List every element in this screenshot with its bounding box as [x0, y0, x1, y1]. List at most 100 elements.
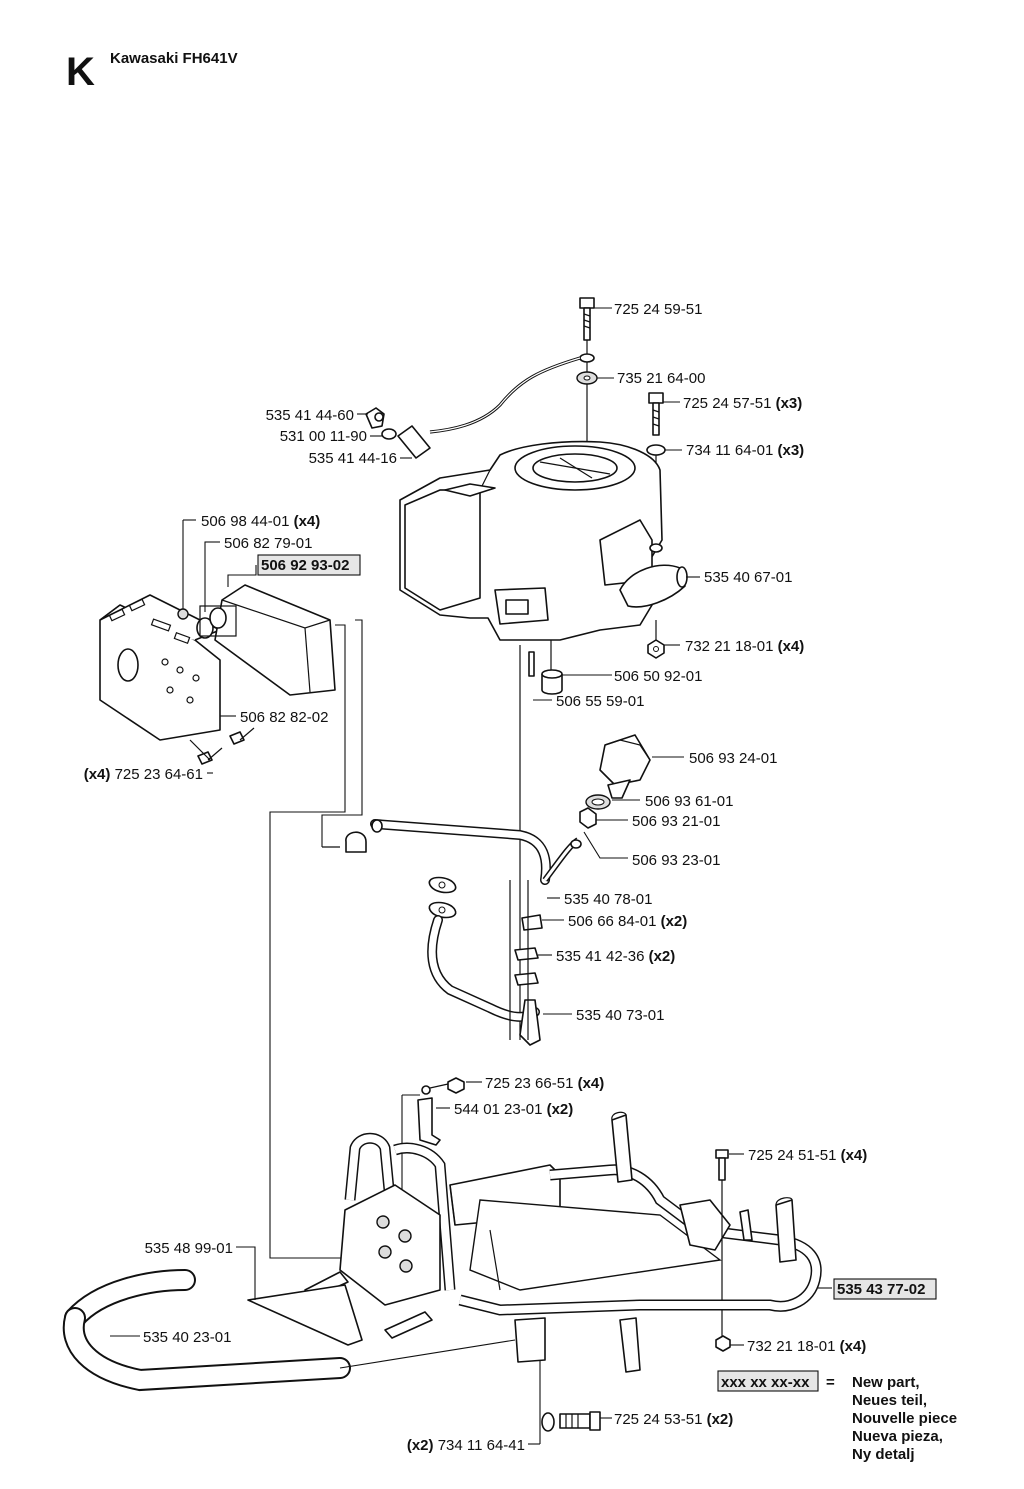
part-number: 735 21 64-00 [617, 370, 705, 387]
part-number: 506 98 44-01 [201, 513, 289, 530]
part-number: 544 01 23-01 [454, 1101, 542, 1118]
part-number: 506 55 59-01 [556, 693, 644, 710]
part-number: 506 82 82-02 [240, 709, 328, 726]
part-number: 506 82 79-01 [224, 535, 312, 552]
part-label-p15: 506 82 82-02 [240, 709, 328, 726]
part-quantity: (x4) [84, 766, 111, 783]
part-quantity: (x4) [841, 1147, 868, 1164]
part-label-p02: 735 21 64-00 [617, 370, 705, 387]
part-number: 506 93 24-01 [689, 750, 777, 767]
part-label-p24: 535 40 73-01 [576, 1007, 664, 1024]
part-quantity: (x2) [707, 1411, 734, 1428]
part-number: 506 93 61-01 [645, 793, 733, 810]
part-quantity: (x4) [294, 513, 321, 530]
legend-line-3: Nouvelle piece [852, 1410, 957, 1427]
part-number: 725 24 57-51 [683, 395, 771, 412]
part-number: 506 92 93-02 [261, 557, 349, 574]
part-quantity: (x2) [661, 913, 688, 930]
part-number: 506 66 84-01 [568, 913, 656, 930]
part-label-p16: (x4) 725 23 64-61 [84, 766, 203, 783]
part-number: 535 48 99-01 [145, 1240, 233, 1257]
part-number: 725 23 64-61 [115, 766, 203, 783]
part-number: 725 24 53-51 [614, 1411, 702, 1428]
new-part-legend: xxx xx xx-xx = New part, Neues teil, Nou… [717, 1370, 957, 1463]
part-label-p12: 732 21 18-01 (x4) [685, 638, 804, 655]
part-number: 725 23 66-51 [485, 1075, 573, 1092]
muffler-illustration [99, 520, 336, 765]
part-label-p20: 506 93 23-01 [632, 852, 720, 869]
part-label-p27: 725 24 51-51 (x4) [748, 1147, 867, 1164]
new-part-box [833, 1278, 937, 1300]
part-number: 725 24 51-51 [748, 1147, 836, 1164]
engine-illustration [365, 297, 688, 1040]
legend-sample-box [717, 1370, 819, 1392]
part-label-p08: 506 98 44-01 (x4) [201, 513, 320, 530]
part-quantity: (x4) [578, 1075, 605, 1092]
legend-line-5: Ny detalj [852, 1446, 915, 1463]
part-label-p31: 732 21 18-01 (x4) [747, 1338, 866, 1355]
part-quantity: (x4) [840, 1338, 867, 1355]
part-label-p17: 506 93 24-01 [689, 750, 777, 767]
part-label-p33: (x2) 734 11 64-41 [407, 1437, 525, 1454]
muffler-lead-line [269, 624, 360, 1259]
part-label-p03: 725 24 57-51 (x3) [683, 395, 802, 412]
part-label-p25: 725 23 66-51 (x4) [485, 1075, 604, 1092]
model-title: Kawasaki FH641V [110, 50, 238, 67]
part-label-p14: 506 55 59-01 [556, 693, 644, 710]
part-number: 535 40 78-01 [564, 891, 652, 908]
part-quantity: (x2) [407, 1437, 434, 1454]
part-number: 734 11 64-01 [686, 442, 773, 459]
legend-line-1: New part, [852, 1374, 920, 1391]
part-quantity: (x2) [649, 948, 676, 965]
part-label-p23: 535 41 42-36 (x2) [556, 948, 675, 965]
part-label-p19: 506 93 21-01 [632, 813, 720, 830]
part-label-p30: 535 40 23-01 [143, 1329, 231, 1346]
part-label-p05: 531 00 11-90 [280, 428, 367, 445]
part-number: 535 40 23-01 [143, 1329, 231, 1346]
leader-lines [110, 307, 832, 1445]
part-number: 535 40 67-01 [704, 569, 792, 586]
part-number: 734 11 64-41 [438, 1437, 525, 1454]
part-label-p26: 544 01 23-01 (x2) [454, 1101, 573, 1118]
part-quantity: (x3) [776, 395, 803, 412]
part-label-p06: 734 11 64-01 (x3) [686, 442, 804, 459]
part-number: 732 21 18-01 [747, 1338, 835, 1355]
part-number: 535 41 44-16 [309, 450, 397, 467]
exhaust-pipe-illustration [322, 734, 651, 1046]
part-quantity: (x3) [777, 442, 804, 459]
part-number: 535 43 77-02 [837, 1281, 925, 1298]
part-label-p28: 535 48 99-01 [145, 1240, 233, 1257]
part-label-p11: 535 40 67-01 [704, 569, 792, 586]
legend-line-4: Nueva pieza, [852, 1428, 943, 1445]
part-label-p04: 535 41 44-60 [266, 407, 354, 424]
part-number: 531 00 11-90 [280, 428, 367, 445]
part-label-p01: 725 24 59-51 [614, 301, 702, 318]
part-label-p22: 506 66 84-01 (x2) [568, 913, 687, 930]
part-labels: 725 24 59-51 735 21 64-00 725 24 57-51 (x3… [84, 301, 937, 1454]
part-quantity: (x2) [547, 1101, 574, 1118]
part-number: 506 93 21-01 [632, 813, 720, 830]
legend-sample: xxx xx xx-xx [721, 1374, 810, 1391]
part-label-p18: 506 93 61-01 [645, 793, 733, 810]
part-quantity: (x4) [778, 638, 805, 655]
part-label-p32: 725 24 53-51 (x2) [614, 1411, 733, 1428]
legend-line-2: Neues teil, [852, 1392, 927, 1409]
part-label-p09: 506 82 79-01 [224, 535, 312, 552]
part-label-p13: 506 50 92-01 [614, 668, 702, 685]
part-number: 535 41 42-36 [556, 948, 644, 965]
part-number: 725 24 59-51 [614, 301, 702, 318]
frame-illustration [62, 1077, 822, 1444]
legend-equals: = [826, 1374, 835, 1391]
new-part-box [257, 554, 361, 576]
part-number: 506 93 23-01 [632, 852, 720, 869]
part-label-p07: 535 41 44-16 [309, 450, 397, 467]
section-letter: K [66, 50, 95, 94]
part-number: 506 50 92-01 [614, 668, 702, 685]
part-number: 535 40 73-01 [576, 1007, 664, 1024]
part-number: 732 21 18-01 [685, 638, 773, 655]
part-label-p10: 506 92 93-02 [261, 557, 349, 574]
part-label-p21: 535 40 78-01 [564, 891, 652, 908]
part-label-p29: 535 43 77-02 [837, 1281, 925, 1298]
part-number: 535 41 44-60 [266, 407, 354, 424]
